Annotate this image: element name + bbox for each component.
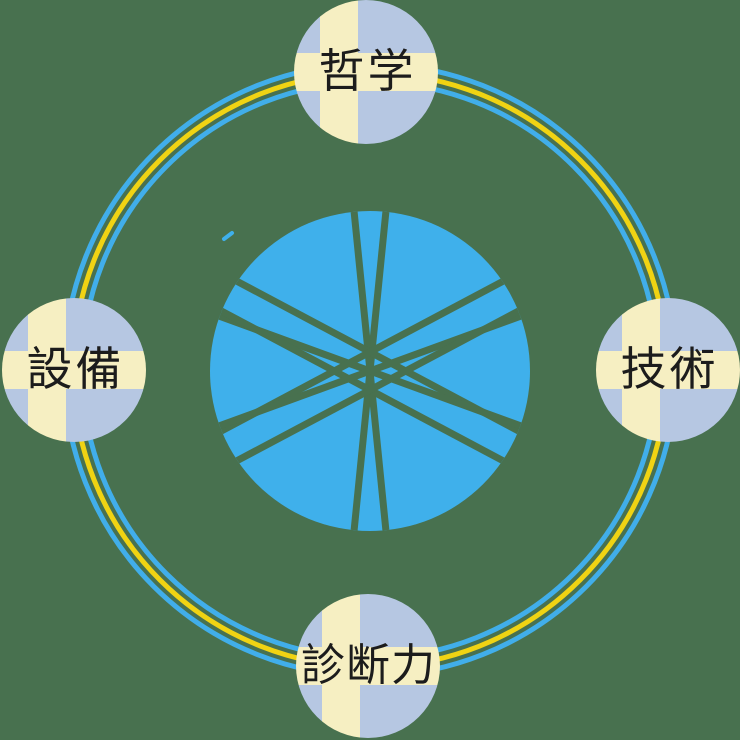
- logo-cut-lines: [210, 211, 530, 531]
- node-philosophy: 哲学: [294, 0, 438, 144]
- node-diagnostic-ability: 診断力: [296, 594, 440, 738]
- node-label-philosophy: 哲学: [318, 46, 417, 97]
- node-equipment: 設備: [2, 298, 146, 442]
- node-label-equipment: 設備: [26, 344, 125, 395]
- node-label-technology: 技術: [620, 344, 719, 395]
- node-technology: 技術: [596, 298, 740, 442]
- logo-speck: [222, 231, 234, 241]
- center-logo: [210, 211, 530, 531]
- node-label-diagnostic-ability: 診断力: [301, 641, 436, 690]
